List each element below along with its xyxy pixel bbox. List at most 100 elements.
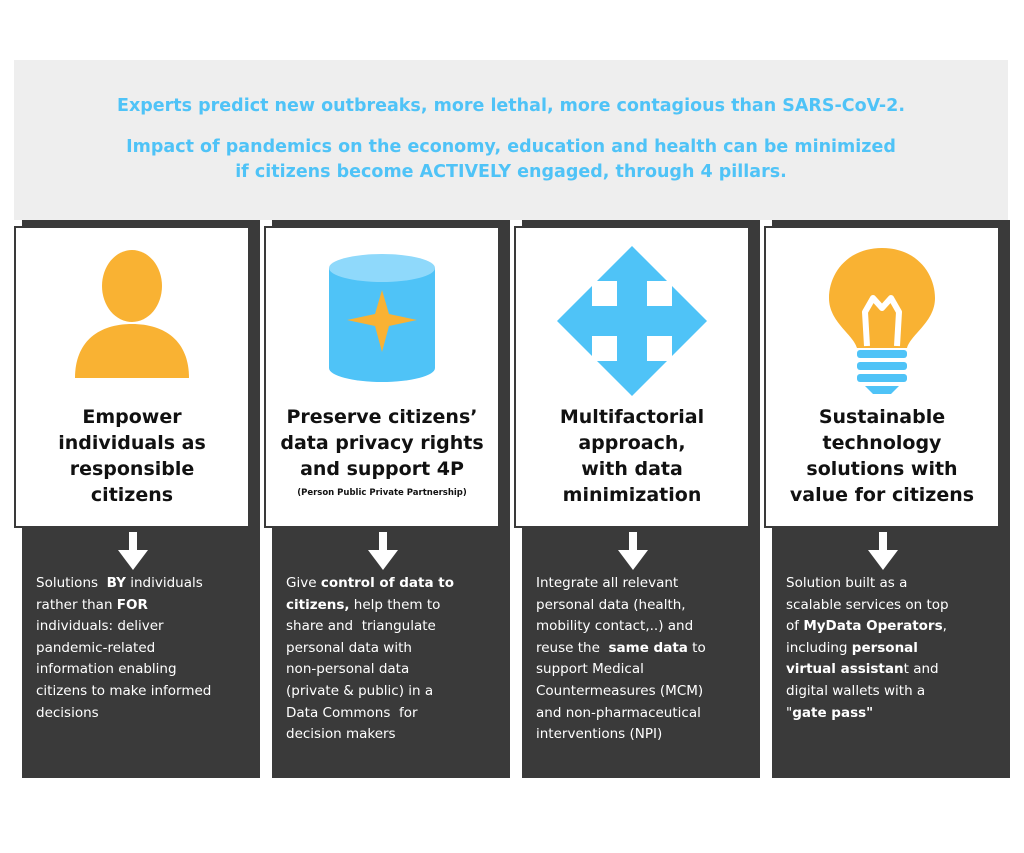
text: personal data (health, <box>536 596 686 613</box>
headline-pillars-line-1: Impact of pandemics on the economy, educ… <box>126 137 896 157</box>
description-line: Solutions BY individuals <box>36 573 250 595</box>
title-line: and support 4P <box>300 458 464 480</box>
description-line: individuals: deliver <box>36 616 250 638</box>
description-line: digital wallets with a <box>786 681 1000 703</box>
down-arrow-icon <box>618 532 648 570</box>
description-line: citizens to make informed <box>36 681 250 703</box>
text: Integrate all relevant <box>536 575 679 591</box>
description-line: support Medical <box>536 659 750 681</box>
text: of <box>786 618 804 635</box>
description-line: of MyData Operators, <box>786 616 1000 638</box>
description-line: rather than FOR <box>36 595 250 617</box>
title-line: citizens <box>90 484 174 506</box>
description-line: reuse the same data to <box>536 638 750 660</box>
description-line: Solution built as a <box>786 573 1000 595</box>
headline-outbreaks: Experts predict new outbreaks, more leth… <box>117 96 905 116</box>
down-arrow-icon <box>118 532 148 570</box>
text: decision makers <box>286 726 396 743</box>
text: including <box>786 639 852 656</box>
description-line: Give control of data to <box>286 573 500 595</box>
description-line: Data Commons for <box>286 703 500 725</box>
text: and non-pharmaceutical <box>536 704 701 721</box>
description-line: Integrate all relevant <box>536 573 750 595</box>
title-line: data privacy rights <box>280 432 484 454</box>
description-line: and non-pharmaceutical <box>536 703 750 725</box>
text: personal data with <box>286 639 412 656</box>
title-line: Multifactorial <box>559 406 705 428</box>
text: scalable services on top <box>786 596 949 613</box>
title-line: Preserve citizens’ <box>286 406 478 428</box>
title-line: with data <box>581 458 683 480</box>
pillar-subtitle: (Person Public Private Partnership) <box>297 488 467 498</box>
text: t and <box>903 661 939 678</box>
title-line: approach, <box>578 432 686 454</box>
database-icon <box>266 246 498 396</box>
text: share and triangulate <box>286 618 436 635</box>
pillar-card: Preserve citizens’ data privacy rights and… <box>264 226 500 528</box>
pillar-title: Preserve citizens’ data privacy rights and… <box>272 404 492 482</box>
title-line: responsible <box>69 458 195 480</box>
bold-text: MyData Operators <box>803 618 943 635</box>
text: mobility contact,..) and <box>536 618 694 635</box>
header-banner <box>14 60 1008 220</box>
description-line: share and triangulate <box>286 616 500 638</box>
text: , <box>942 618 947 635</box>
text: Countermeasures (MCM) <box>536 682 704 699</box>
text: support Medical <box>536 661 644 678</box>
description-line: (private & public) in a <box>286 681 500 703</box>
pillar-column-privacy: Preserve citizens’ data privacy rights and… <box>264 220 510 778</box>
title-line: Empower <box>82 406 182 428</box>
bold-text: FOR <box>116 596 148 613</box>
text: Solutions <box>36 575 107 591</box>
person-icon <box>16 246 248 396</box>
text: Data Commons for <box>286 704 418 721</box>
lightbulb-icon <box>766 246 998 396</box>
four-way-arrow-icon <box>516 246 748 396</box>
description-line: pandemic-related <box>36 638 250 660</box>
title-line: Sustainable <box>818 406 946 428</box>
down-arrow-icon <box>868 532 898 570</box>
text: to <box>687 639 706 656</box>
title-line: solutions with <box>806 458 958 480</box>
text: interventions (NPI) <box>536 726 663 743</box>
pillar-description: Integrate all relevant personal data (hea… <box>536 573 750 746</box>
text: decisions <box>36 704 99 721</box>
text: help them to <box>349 596 441 613</box>
description-line: personal data (health, <box>536 595 750 617</box>
description-line: mobility contact,..) and <box>536 616 750 638</box>
text: individuals <box>125 575 203 591</box>
text: Solution built as a <box>786 575 908 591</box>
description-line: including personal <box>786 638 1000 660</box>
text: information enabling <box>36 661 177 678</box>
description-line: decisions <box>36 703 250 725</box>
description-line: Countermeasures (MCM) <box>536 681 750 703</box>
text: digital wallets with a <box>786 682 926 699</box>
description-line: information enabling <box>36 659 250 681</box>
text: Give <box>286 575 321 591</box>
description-line: decision makers <box>286 724 500 746</box>
title-line: technology <box>822 432 942 454</box>
bold-text: virtual assistan <box>786 661 904 678</box>
bold-text: BY <box>106 575 126 591</box>
description-line: interventions (NPI) <box>536 724 750 746</box>
text: individuals: deliver <box>36 618 164 635</box>
bold-text: citizens, <box>286 596 350 613</box>
pillar-description: Solution built as a scalable services on … <box>786 573 1000 724</box>
bold-text: personal <box>851 639 918 656</box>
description-line: "gate pass" <box>786 703 1000 725</box>
description-line: personal data with <box>286 638 500 660</box>
text: citizens to make informed <box>36 682 212 699</box>
text: (private & public) in a <box>286 682 434 699</box>
text: " <box>786 704 793 721</box>
description-line: virtual assistant and <box>786 659 1000 681</box>
text: reuse the <box>536 639 609 656</box>
bold-text: same data <box>608 639 688 656</box>
text: non-personal data <box>286 661 410 678</box>
